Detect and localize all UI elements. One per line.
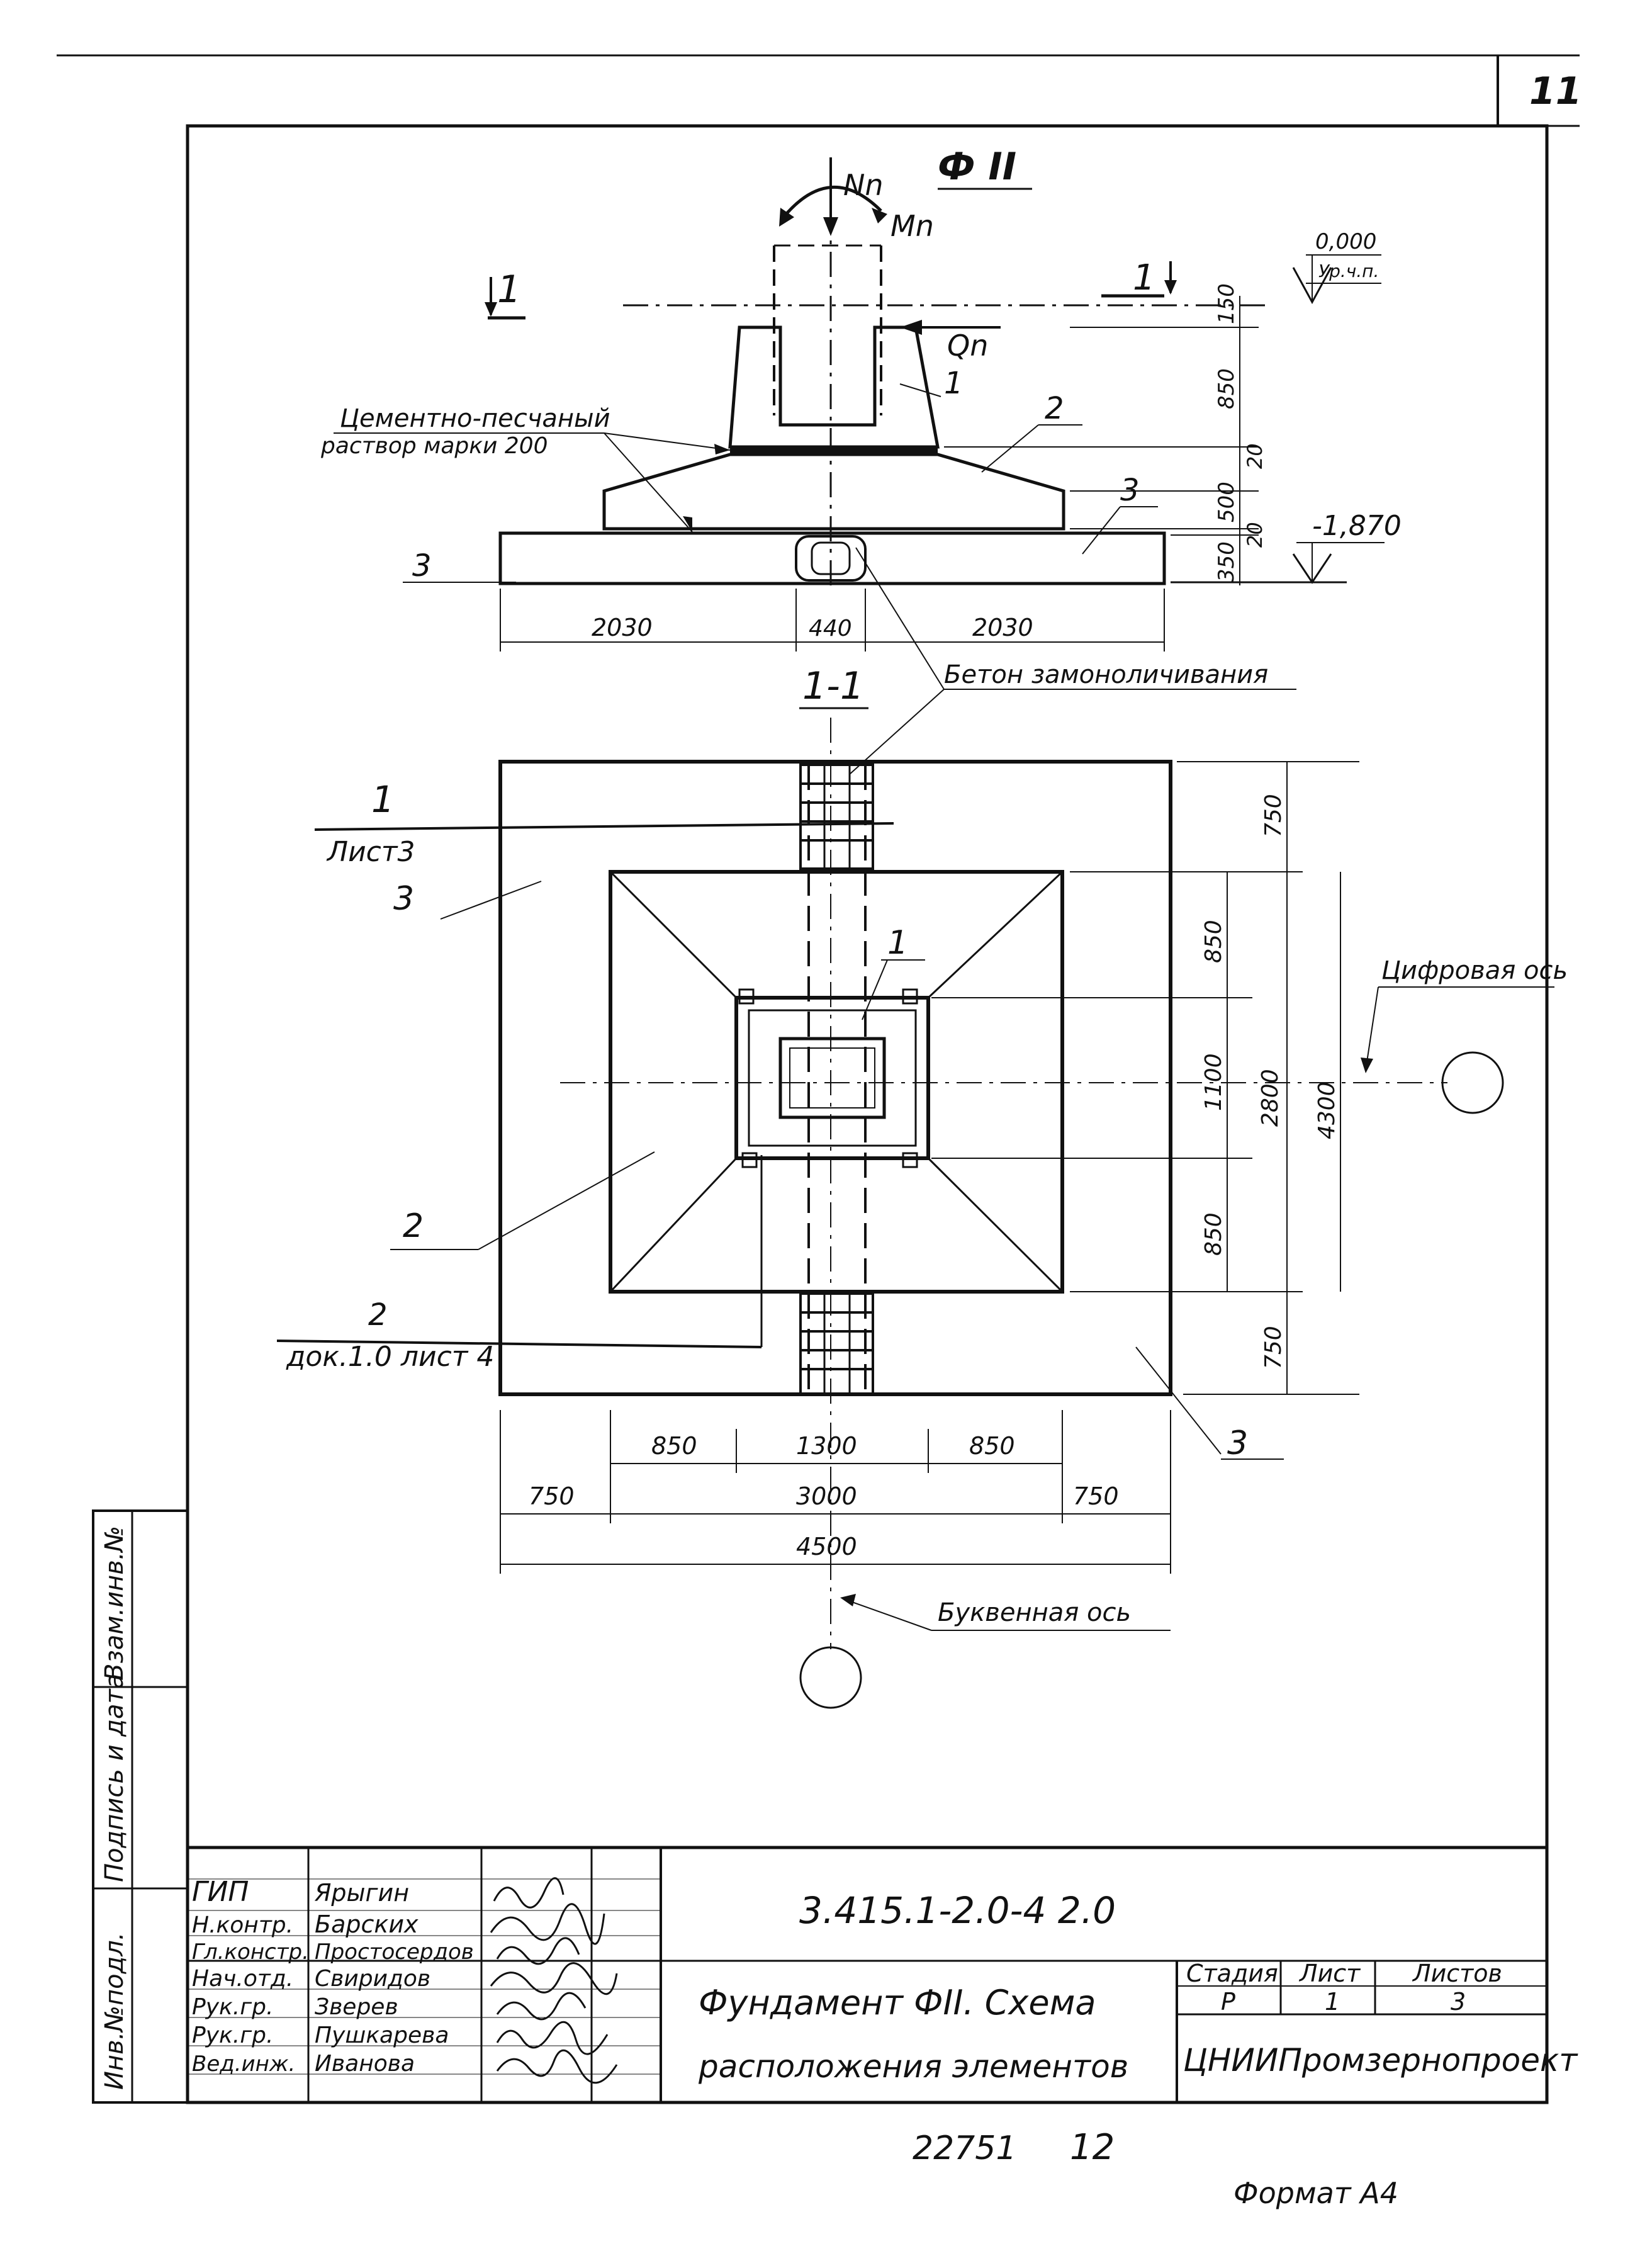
pos-3-elev-left: 3 bbox=[412, 548, 432, 584]
level-top-value: 0,000 bbox=[1315, 229, 1376, 254]
sheets-label: Листов bbox=[1412, 1960, 1502, 1987]
pos-2-plan: 2 bbox=[403, 1207, 424, 1245]
pos-2-elev: 2 bbox=[1045, 391, 1064, 426]
elevation-view: Nn Mn Qn 1 1 0,000 Ур.ч.п. -1,870 150 bbox=[320, 157, 1402, 775]
dim-1300: 1300 bbox=[796, 1432, 857, 1460]
drawing-title: Ф II bbox=[938, 145, 1016, 189]
name-ivanova: Иванова bbox=[315, 2051, 415, 2077]
dim-500: 500 bbox=[1214, 482, 1239, 522]
name-pushkareva: Пушкарева bbox=[315, 2023, 449, 2048]
side-stamp: Взам.инв.№ Подпись и дата Инв.№подл. bbox=[92, 1509, 189, 2104]
format-label: Формат А4 bbox=[1233, 2176, 1398, 2210]
organization: ЦНИИПромзернопроект bbox=[1183, 2042, 1578, 2079]
mortar-callout-line1: Цементно-песчаный bbox=[340, 404, 610, 433]
role-ruk-gr-1: Рук.гр. bbox=[192, 1994, 273, 2020]
doc-name-line1: Фундамент ФII. Схема bbox=[699, 1983, 1096, 2023]
pos-3-plan-top: 3 bbox=[393, 880, 414, 918]
doc-name-line2: расположения элементов bbox=[698, 2048, 1128, 2085]
section-mark-right: 1 bbox=[1133, 257, 1155, 298]
sheet-value: 1 bbox=[1325, 1988, 1340, 2016]
dim-20-b: 20 bbox=[1243, 522, 1267, 548]
role-gl-konstr: Гл.констр. bbox=[192, 1939, 309, 1965]
dim-850-right-top: 850 bbox=[1201, 920, 1227, 963]
pos-1-plan: 1 bbox=[887, 924, 908, 962]
level-top-label: Ур.ч.п. bbox=[1318, 261, 1379, 281]
stamp-original-inv: Инв.№подл. bbox=[100, 1932, 129, 2090]
footer-number-left: 22751 bbox=[913, 2130, 1016, 2167]
sheet-label: Лист bbox=[1298, 1960, 1361, 1987]
dim-440: 440 bbox=[809, 616, 852, 641]
dim-850-bottom-right: 850 bbox=[969, 1432, 1015, 1460]
dim-850-right-bottom: 850 bbox=[1201, 1212, 1227, 1256]
sheet-frame bbox=[57, 54, 1580, 2104]
footer-number-right: 12 bbox=[1070, 2127, 1115, 2168]
name-yarygin: Ярыгин bbox=[314, 1879, 409, 1907]
role-nach-otd: Нач.отд. bbox=[192, 1966, 293, 1992]
dim-750-right-bottom: 750 bbox=[1261, 1326, 1286, 1369]
digital-axis-label: Цифровая ось bbox=[1381, 956, 1568, 985]
title-block: ГИП Н.контр. Гл.констр. Нач.отд. Рук.гр.… bbox=[186, 1846, 1578, 2104]
role-n-kontr: Н.контр. bbox=[192, 1912, 293, 1938]
section-title: 1-1 bbox=[802, 664, 864, 708]
dim-2030-right: 2030 bbox=[972, 614, 1033, 641]
section-mark-left: 1 bbox=[497, 268, 521, 312]
rebar-mesh-bottom bbox=[799, 1292, 874, 1396]
ref1-sheet: Лист3 bbox=[326, 836, 415, 868]
stamp-replacement-inv: Взам.инв.№ bbox=[100, 1526, 129, 1681]
dim-4500: 4500 bbox=[796, 1533, 857, 1560]
name-zverev: Зверев bbox=[315, 1994, 398, 2020]
load-q-label: Qn bbox=[947, 329, 988, 363]
dim-3000: 3000 bbox=[796, 1482, 857, 1510]
concrete-callout: Бетон замоноличивания bbox=[944, 660, 1268, 689]
dim-1100: 1100 bbox=[1201, 1053, 1227, 1111]
rebar-mesh-top bbox=[799, 764, 874, 870]
stage-label: Стадия bbox=[1186, 1960, 1278, 1987]
load-m-label: Mn bbox=[891, 209, 934, 243]
stage-value: Р bbox=[1221, 1988, 1235, 2016]
dim-750-bottom-right: 750 bbox=[1073, 1482, 1119, 1510]
page-number: 11 bbox=[1529, 69, 1582, 113]
dim-750-right-top: 750 bbox=[1261, 794, 1286, 837]
ref1-number: 1 bbox=[371, 778, 395, 821]
dim-20-a: 20 bbox=[1243, 443, 1267, 469]
dim-2800: 2800 bbox=[1257, 1069, 1283, 1127]
stamp-signature-date: Подпись и дата bbox=[100, 1674, 129, 1882]
dim-350: 350 bbox=[1214, 541, 1239, 582]
ref2-doc: док.1.0 лист 4 bbox=[286, 1341, 494, 1373]
dim-4300: 4300 bbox=[1314, 1081, 1340, 1139]
signatures bbox=[490, 1877, 618, 2084]
corner-anchors bbox=[738, 988, 918, 1168]
pos-3-elev-right: 3 bbox=[1120, 473, 1140, 508]
name-sviridov: Свиридов bbox=[315, 1966, 430, 1992]
dim-2030-left: 2030 bbox=[592, 614, 653, 641]
letter-axis-label: Буквенная ось bbox=[938, 1598, 1131, 1627]
name-barskikh: Барских bbox=[315, 1910, 419, 1938]
role-ved-inzh: Вед.инж. bbox=[192, 2051, 295, 2077]
doc-code: 3.415.1-2.0-4 2.0 bbox=[799, 1889, 1116, 1932]
sheets-value: 3 bbox=[1451, 1988, 1466, 2016]
pos-1-elev: 1 bbox=[944, 366, 964, 401]
dim-750-bottom-left: 750 bbox=[529, 1482, 575, 1510]
plan-view: 1 Лист3 3 1 2 2 док.1.0 лист 4 3 Цифрова… bbox=[276, 718, 1568, 1709]
pos-3-plan-bottom: 3 bbox=[1227, 1425, 1248, 1462]
dim-850-elev: 850 bbox=[1214, 368, 1239, 409]
role-ruk-gr-2: Рук.гр. bbox=[192, 2023, 273, 2048]
level-bottom-value: -1,870 bbox=[1312, 510, 1402, 542]
mortar-callout-line2: раствор марки 200 bbox=[320, 433, 548, 459]
dim-150: 150 bbox=[1214, 283, 1239, 324]
role-gip: ГИП bbox=[192, 1876, 249, 1908]
ref2-number: 2 bbox=[368, 1297, 388, 1333]
name-prostoserdov: Простосердов bbox=[315, 1939, 474, 1965]
load-n-label: Nn bbox=[843, 168, 884, 202]
dim-850-bottom-left: 850 bbox=[651, 1432, 697, 1460]
